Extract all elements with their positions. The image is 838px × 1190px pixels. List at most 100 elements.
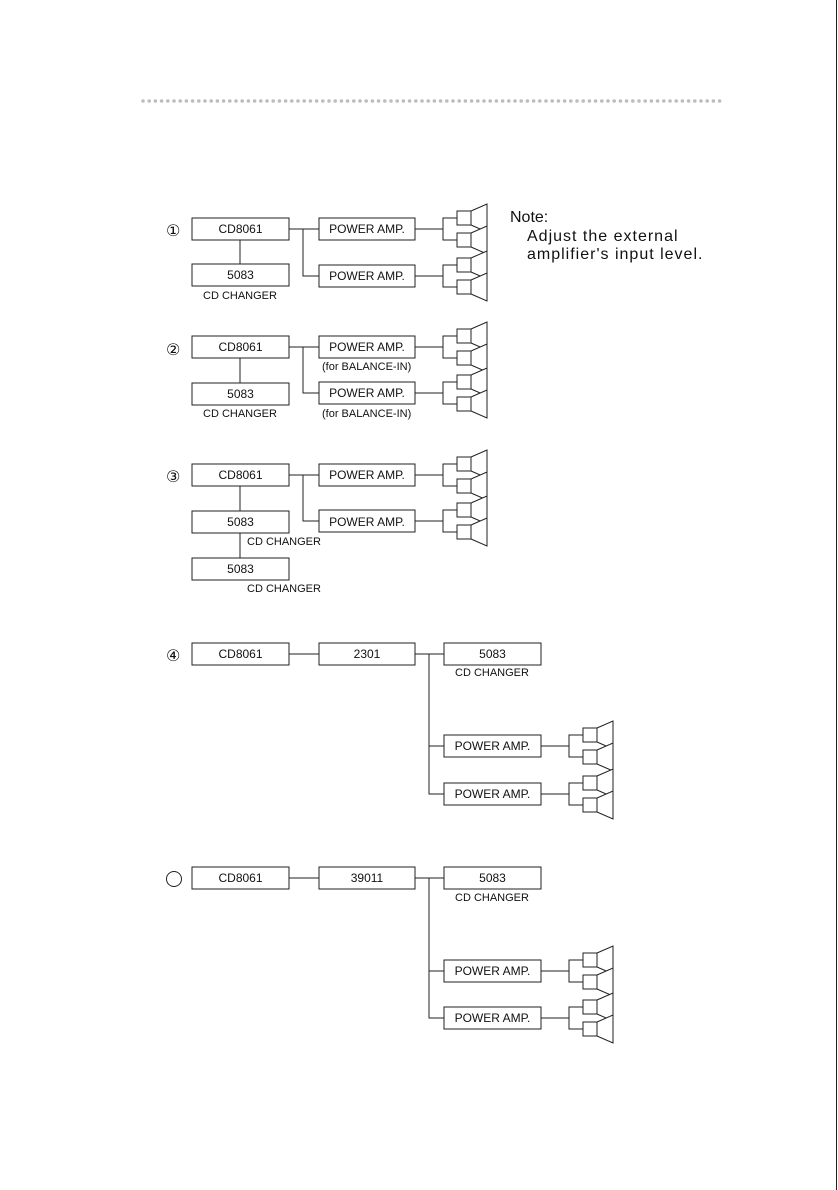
rule-dot [606, 99, 610, 103]
rule-dot [166, 99, 170, 103]
speaker-cone-icon [470, 343, 488, 373]
speaker-wire [442, 217, 457, 241]
speaker-icon [456, 350, 472, 366]
wire [302, 475, 319, 522]
rule-dot [494, 99, 499, 103]
rule-dot [699, 99, 703, 103]
rule-dot [265, 99, 269, 103]
speaker-pair [541, 945, 614, 997]
rule-dot [147, 99, 151, 103]
rule-dot [649, 99, 654, 103]
speaker-icon [582, 727, 598, 743]
rule-dot [184, 99, 189, 103]
power-amp-sublabel: (for BALANCE-IN) [322, 361, 411, 373]
rule-dot [593, 99, 598, 103]
rule-dot [321, 99, 325, 103]
diagram-4: ④ CD8061 2301 5083 CD CHANGER POWER AMP.… [166, 642, 614, 820]
rule-dot [277, 99, 282, 103]
power-amp-label: POWER AMP. [455, 1011, 531, 1025]
head-unit-label: CD8061 [218, 340, 262, 354]
power-amp-label: POWER AMP. [455, 964, 531, 978]
diagram-5: CD8061 39011 5083 CD CHANGER POWER AMP. … [166, 866, 614, 1044]
speaker-icon [582, 797, 598, 813]
speaker-icon [456, 257, 472, 273]
speaker-icon [582, 999, 598, 1015]
rule-dot [327, 99, 331, 103]
speaker-wire [442, 381, 457, 405]
rule-dot [389, 99, 393, 103]
rule-dot [215, 99, 220, 103]
wire [302, 347, 319, 394]
rule-dot [662, 99, 666, 103]
speaker-wire [568, 1006, 583, 1030]
rule-dot [370, 99, 375, 103]
rule-dot [476, 99, 480, 103]
cd-changer-box [191, 557, 290, 581]
speaker-icon [582, 952, 598, 968]
rule-dot [631, 99, 635, 103]
rule-dot [581, 99, 585, 103]
cd-changer-model: 5083 [479, 647, 506, 661]
rule-dot [246, 99, 251, 103]
diagram-number-5-circle [166, 871, 182, 887]
rule-dot [252, 99, 257, 103]
rule-dot [259, 99, 263, 103]
rule-dot [705, 99, 709, 103]
rule-dot [488, 99, 493, 103]
speaker-icon [456, 232, 472, 248]
diagram-3: ③ CD8061 5083 CD CHANGER 5083 CD CHANGER… [166, 449, 488, 595]
cd-changer-model: 5083 [479, 871, 506, 885]
head-unit-label: CD8061 [218, 647, 262, 661]
rule-dot [172, 99, 176, 103]
rule-dot [159, 99, 164, 103]
cd-changer-label: CD CHANGER [455, 892, 529, 904]
speaker-icon [456, 279, 472, 295]
rule-dot [283, 99, 288, 103]
speaker-pair [415, 203, 488, 255]
speaker-pair [415, 321, 488, 373]
speaker-wire [568, 782, 583, 806]
power-amp-label: POWER AMP. [329, 340, 405, 354]
rule-dot [426, 99, 431, 103]
rule-dot [680, 99, 685, 103]
rule-dot [637, 99, 641, 103]
diagram-number-1: ① [166, 221, 180, 240]
rule-dot [364, 99, 369, 103]
diagram-1: ① CD8061 5083 CD CHANGER POWER AMP. POWE… [166, 203, 488, 302]
rule-dot [401, 99, 406, 103]
rule-dot [228, 99, 232, 103]
rule-dot [197, 99, 201, 103]
rule-dot [358, 99, 362, 103]
speaker-cone-icon [596, 790, 614, 820]
speaker-icon [582, 775, 598, 791]
speaker-cone-icon [470, 272, 488, 302]
diagram-number-4: ④ [166, 646, 180, 665]
speaker-icon [456, 502, 472, 518]
cd-changer-model: 5083 [227, 268, 254, 282]
rule-dot [624, 99, 629, 103]
diagram-number-3: ③ [166, 467, 180, 486]
rule-dot [376, 99, 381, 103]
speaker-cone-icon [470, 389, 488, 419]
rule-dot [717, 99, 722, 103]
rule-dot [345, 99, 350, 103]
rule-dot [271, 99, 276, 103]
rule-dot [414, 99, 418, 103]
speaker-pair [541, 992, 614, 1044]
rule-dot [178, 99, 182, 103]
rule-dot [209, 99, 213, 103]
wire [428, 654, 444, 795]
cd-changer-label: CD CHANGER [203, 408, 277, 420]
rule-dot [190, 99, 195, 103]
rule-dot [240, 99, 244, 103]
rule-dot [420, 99, 424, 103]
cd-changer-label: CD CHANGER [247, 583, 321, 595]
rule-dot [407, 99, 412, 103]
rule-dot [556, 99, 561, 103]
rule-dot [352, 99, 356, 103]
rule-dot [432, 99, 437, 103]
speaker-icon [456, 478, 472, 494]
speaker-pair [415, 250, 488, 302]
wire [428, 878, 444, 1019]
